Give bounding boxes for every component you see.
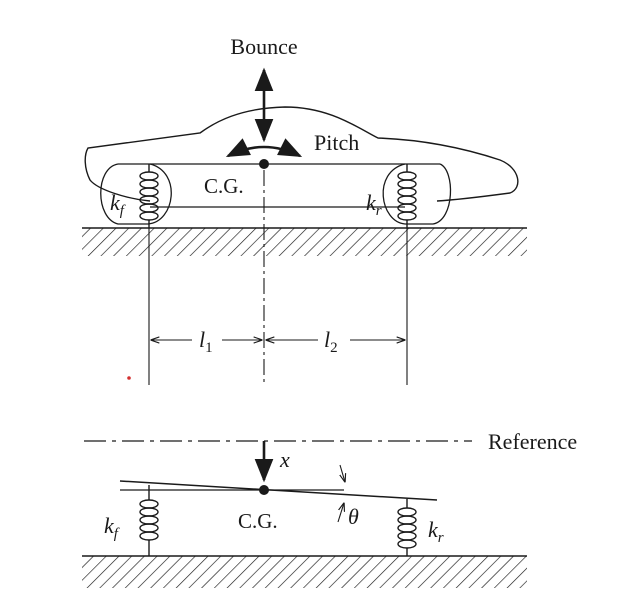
cg-label-upper: C.G. xyxy=(204,174,244,198)
ground-hatch-upper xyxy=(82,228,527,256)
rear-spring-upper xyxy=(397,164,417,228)
theta-arc-arrow xyxy=(337,503,344,523)
x-label: x xyxy=(279,447,290,472)
theta-label: θ xyxy=(348,504,359,529)
front-spring-label-upper: kf xyxy=(110,190,126,219)
front-spring-lower xyxy=(139,485,159,556)
pitch-label: Pitch xyxy=(314,130,359,155)
tilted-body-line xyxy=(119,480,438,501)
cg-label-lower: C.G. xyxy=(238,509,278,533)
red-dot xyxy=(127,376,131,380)
bounce-label: Bounce xyxy=(230,34,297,59)
rear-spring-label-lower: kr xyxy=(428,517,444,546)
cg-point-upper xyxy=(259,159,269,169)
car-body-outline xyxy=(84,106,519,202)
front-wheel-well xyxy=(100,163,172,225)
cg-point-lower xyxy=(259,485,269,495)
reference-label: Reference xyxy=(488,429,577,454)
dim-l2-label: l2 xyxy=(324,327,338,356)
lower-diagram: Reference x θ C.G. xyxy=(82,429,577,588)
upper-diagram: Bounce Pitch C.G. kf kr l1 l2 xyxy=(82,34,527,385)
dim-l1-label: l1 xyxy=(199,327,213,356)
theta-tick-arrow xyxy=(340,464,345,482)
ground-hatch-lower xyxy=(82,556,527,588)
rear-spring-label-upper: kr xyxy=(366,190,382,219)
pitch-arrow xyxy=(225,138,303,158)
front-spring-label-lower: kf xyxy=(104,513,120,542)
rear-wheel-well xyxy=(382,163,452,225)
front-spring-upper xyxy=(139,164,159,228)
rear-spring-lower xyxy=(397,499,417,556)
